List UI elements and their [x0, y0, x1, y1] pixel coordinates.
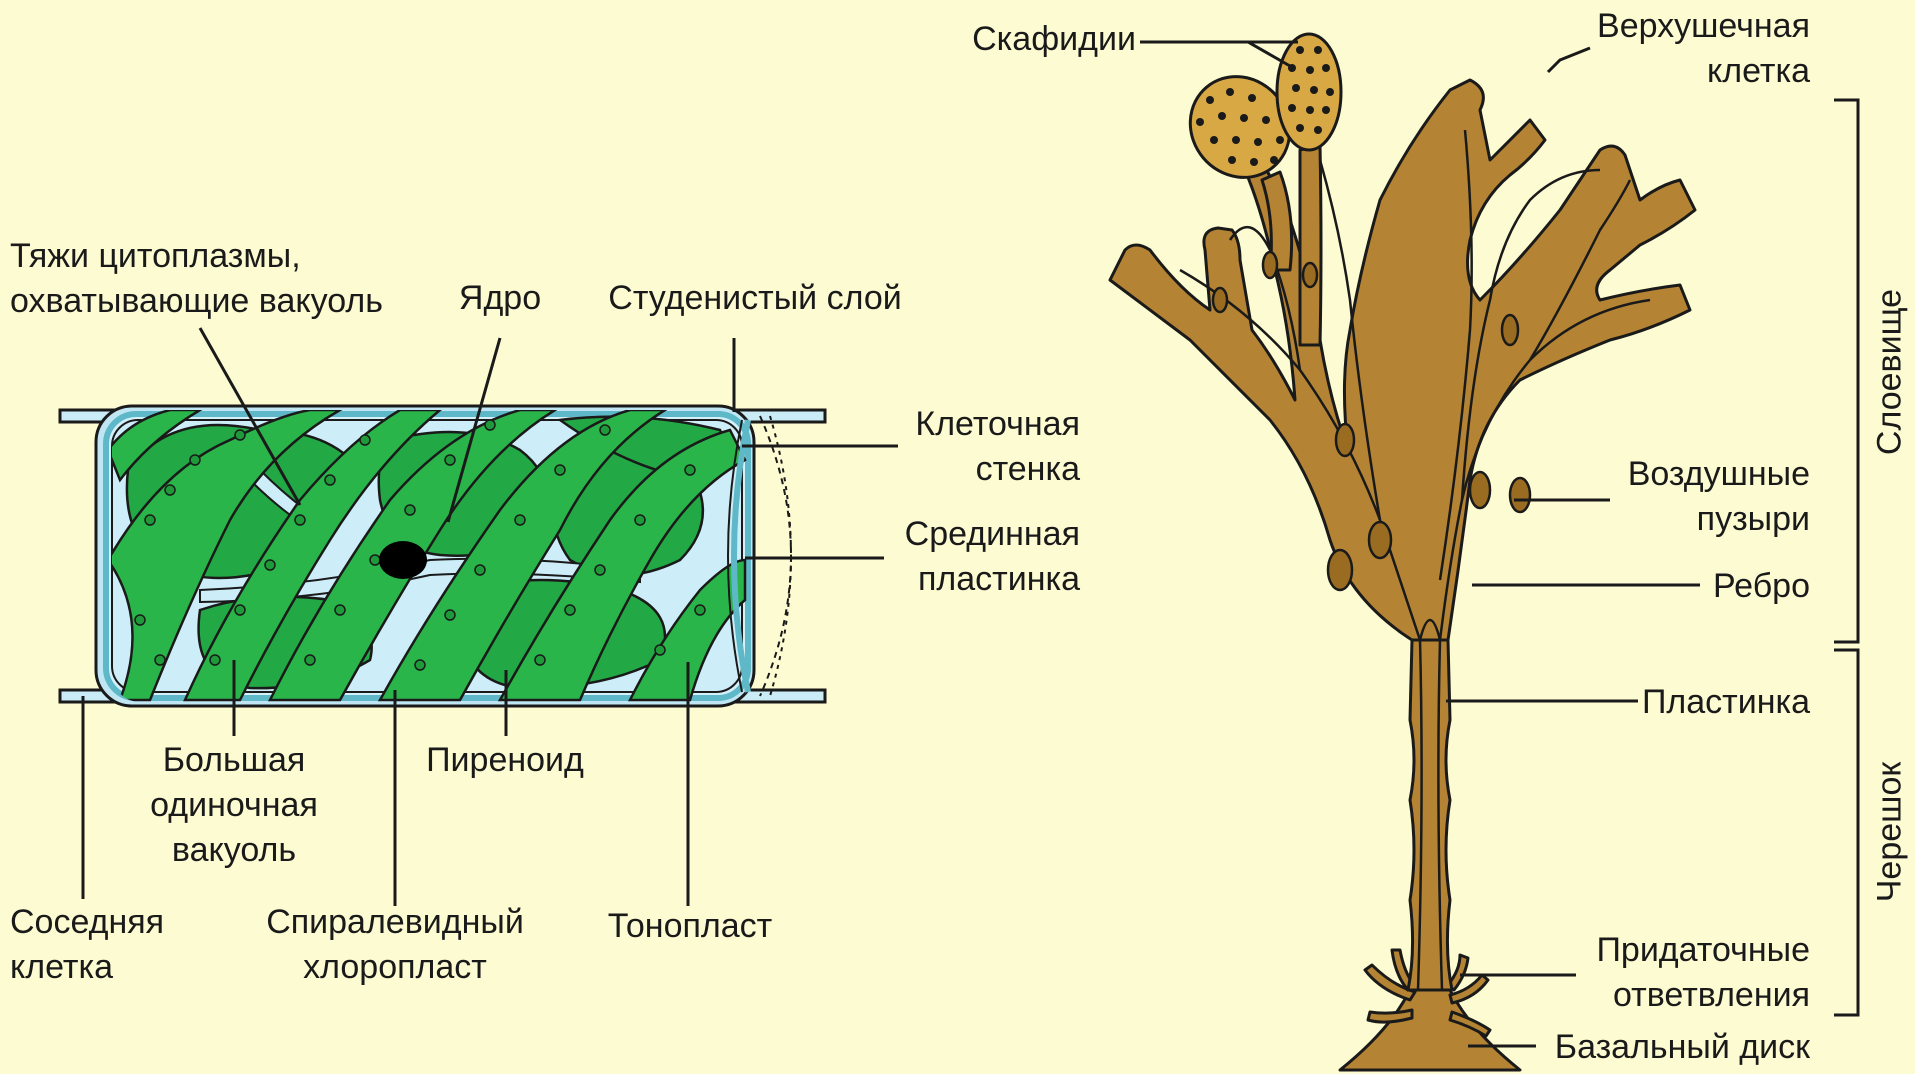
- fucus-thallus: [1110, 80, 1695, 1070]
- label-tonoplast: Тонопласт: [590, 904, 790, 949]
- label-air-bladders: Воздушные пузыри: [1580, 452, 1810, 542]
- label-scaphidia: Скафидии: [940, 17, 1136, 62]
- label-pyrenoid: Пиреноид: [410, 738, 600, 783]
- label-apical-cell: Верхушечная клетка: [1560, 4, 1810, 94]
- label-midrib: Ребро: [1680, 564, 1810, 609]
- label-gelatinous-layer: Студенистый слой: [600, 276, 910, 321]
- label-adventitious: Придаточные ответвления: [1560, 928, 1810, 1018]
- nucleus: [379, 541, 427, 579]
- label-stipe: Черешок: [1871, 762, 1910, 902]
- label-middle-lamella: Срединная пластинка: [860, 512, 1080, 602]
- basal-disc: [1340, 990, 1520, 1070]
- stipe: [1408, 640, 1452, 990]
- thallus-bracket: [1834, 100, 1858, 642]
- thallus-body: [1110, 80, 1695, 640]
- label-chloroplast: Спиралевидный хлоропласт: [255, 900, 535, 990]
- label-vacuole: Большая одиночная вакуоль: [134, 738, 334, 873]
- label-nucleus: Ядро: [440, 276, 560, 321]
- label-cytoplasm-strands: Тяжи цитоплазмы, охватывающие вакуоль: [10, 234, 420, 324]
- label-cell-wall: Клеточная стенка: [880, 402, 1080, 492]
- spirogyra-cell: [60, 406, 825, 706]
- label-neighbor-cell: Соседняя клетка: [10, 900, 210, 990]
- label-blade: Пластинка: [1620, 680, 1810, 725]
- stipe-bracket: [1834, 650, 1858, 1015]
- brackets: [1834, 100, 1858, 1015]
- neighbor-cell-end: [760, 416, 791, 696]
- label-basal-disc: Базальный диск: [1520, 1025, 1810, 1070]
- label-thallus: Слоевище: [1871, 289, 1910, 455]
